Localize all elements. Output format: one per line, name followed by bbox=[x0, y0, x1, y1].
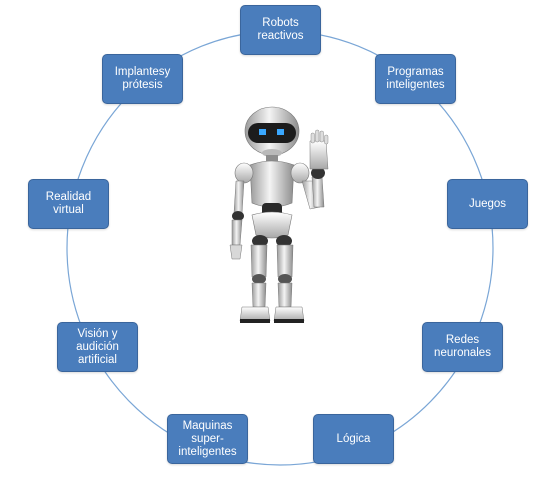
node-vision-audicion-artificial: Visión y audición artificial bbox=[57, 322, 138, 372]
node-robots-reactivos: Robots reactivos bbox=[240, 5, 321, 55]
node-realidad-virtual: Realidad virtual bbox=[28, 179, 109, 229]
node-logica: Lógica bbox=[313, 414, 394, 464]
node-maquinas-super-inteligentes: Maquinas super- inteligentes bbox=[167, 414, 248, 464]
node-redes-neuronales: Redes neuronales bbox=[422, 322, 503, 372]
robot-illustration bbox=[229, 106, 329, 323]
node-programas-inteligentes: Programas inteligentes bbox=[375, 54, 456, 104]
node-juegos: Juegos bbox=[447, 179, 528, 229]
node-implantes-protesis: Implantesy prótesis bbox=[102, 54, 183, 104]
